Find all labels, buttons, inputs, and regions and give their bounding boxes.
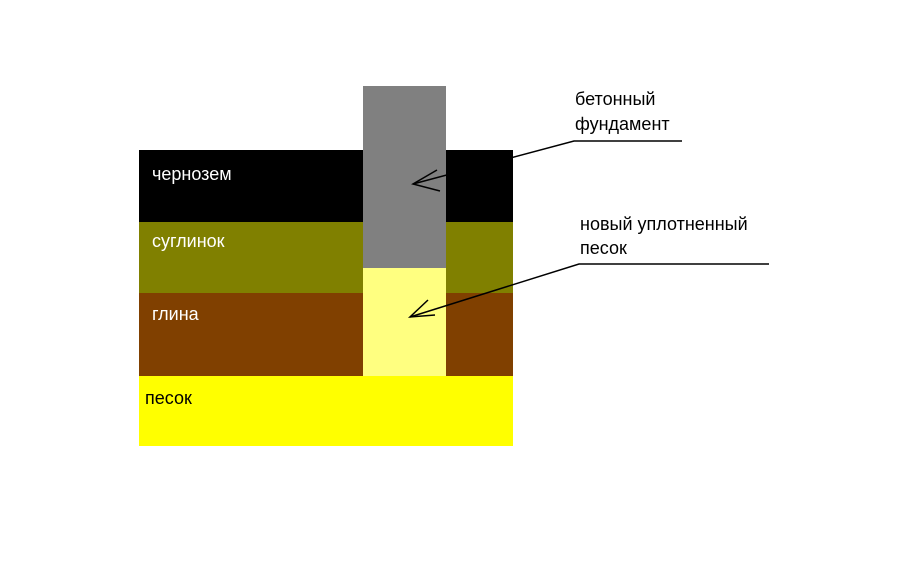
layer-loam bbox=[139, 222, 513, 293]
callout-sand-line2: песок bbox=[580, 238, 627, 258]
layer-clay bbox=[139, 293, 513, 376]
callout-foundation-leader bbox=[412, 140, 682, 185]
callout-foundation-arrowhead bbox=[411, 169, 441, 192]
layer-label-clay: глина bbox=[152, 304, 200, 324]
concrete-foundation bbox=[363, 86, 446, 268]
layer-label-loam: суглинок bbox=[152, 231, 225, 251]
layer-sand bbox=[139, 376, 513, 446]
layer-chernozem bbox=[139, 150, 513, 222]
compacted-sand-fill bbox=[363, 268, 446, 376]
callout-sand-leader bbox=[409, 263, 769, 318]
layer-label-chernozem: чернозем bbox=[152, 164, 232, 184]
callout-foundation-line2: фундамент bbox=[575, 114, 670, 134]
callout-sand-line1: новый уплотненный bbox=[580, 214, 748, 234]
callout-sand-arrowhead bbox=[407, 299, 436, 318]
callout-foundation-line1: бетонный bbox=[575, 89, 655, 109]
layer-label-sand: песок bbox=[145, 388, 192, 408]
